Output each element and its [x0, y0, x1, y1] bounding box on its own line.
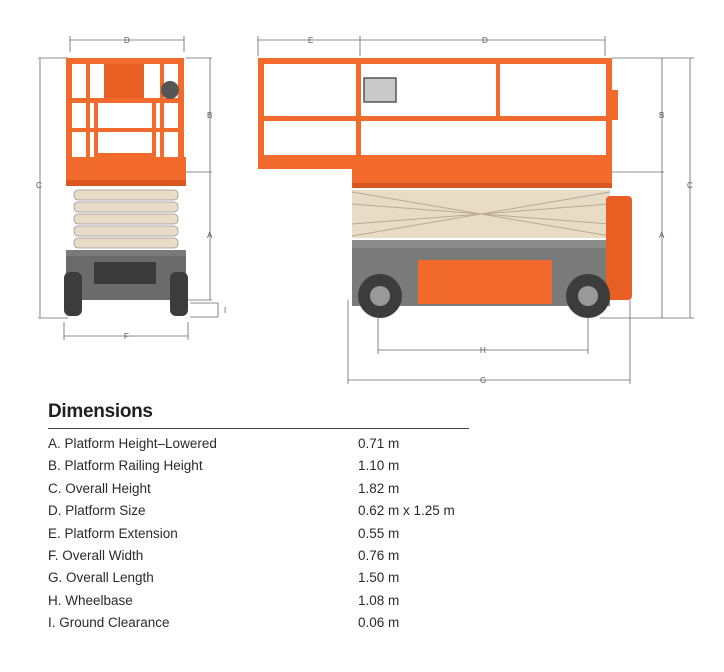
spec-label: E. Platform Extension [48, 525, 178, 541]
side-dim-letter-e: E [308, 36, 313, 45]
front-left-tire [64, 272, 82, 316]
side-main-deck [352, 167, 612, 187]
spec-value: 0.76 m [358, 547, 400, 563]
spec-row: B. Platform Railing Height 1.10 m [48, 458, 488, 480]
front-dim-letter-d: D [124, 36, 130, 45]
front-dim-letter-b: B [207, 111, 212, 120]
side-scissor-arms [351, 190, 611, 238]
side-dim-letter-d: D [482, 36, 488, 45]
side-dimension-lines [257, 36, 694, 384]
spec-row: C. Overall Height 1.82 m [48, 481, 488, 503]
spec-value: 1.10 m [358, 458, 400, 474]
title-divider [48, 428, 469, 429]
front-scissor-stack [73, 189, 179, 249]
front-dimension-lines [38, 36, 219, 340]
spec-value: 1.82 m [358, 480, 400, 496]
spec-label: C. Overall Height [48, 480, 151, 496]
spec-row: E. Platform Extension 0.55 m [48, 526, 488, 548]
front-dim-letter-i: I [224, 306, 226, 315]
spec-row: D. Platform Size 0.62 m x 1.25 m [48, 503, 488, 525]
spec-row: H. Wheelbase 1.08 m [48, 593, 488, 615]
spec-label: A. Platform Height–Lowered [48, 436, 217, 451]
side-dim-letter-h: H [480, 346, 486, 355]
side-control-box [363, 77, 397, 103]
front-control-box [161, 81, 179, 99]
front-dim-letter-f: F [124, 332, 129, 341]
spec-label: I. Ground Clearance [48, 615, 170, 631]
side-dim-letter-b: B [659, 111, 664, 120]
side-railing [258, 58, 618, 158]
spec-row: A. Platform Height–Lowered 0.71 m [48, 436, 488, 458]
spec-value: 0.06 m [358, 615, 400, 631]
spec-label: B. Platform Railing Height [48, 458, 203, 474]
side-front-wheel [358, 274, 402, 318]
spec-label: D. Platform Size [48, 503, 146, 519]
spec-value: 0.55 m [358, 525, 400, 541]
side-dim-letter-a: A [659, 231, 665, 240]
spec-value: 1.50 m [358, 570, 400, 586]
front-dim-letter-a: A [207, 231, 213, 240]
side-view: E D B C A H G [257, 36, 694, 385]
front-dim-letter-c: C [36, 181, 42, 190]
spec-label: G. Overall Length [48, 570, 154, 586]
dimensions-table: A. Platform Height–Lowered 0.71 m B. Pla… [48, 436, 488, 638]
spec-label: H. Wheelbase [48, 592, 133, 608]
side-rear-wheel [566, 274, 610, 318]
dimensions-title: Dimensions [48, 401, 153, 422]
front-railing [66, 58, 184, 160]
spec-value: 0.62 m x 1.25 m [358, 503, 455, 519]
side-extension-deck [258, 155, 612, 169]
front-view: D B C A I F [36, 36, 226, 341]
spec-row: F. Overall Width 0.76 m [48, 548, 488, 570]
side-dim-letter-g: G [480, 376, 486, 385]
spec-label: F. Overall Width [48, 547, 144, 563]
side-dim-letter-c: C [687, 181, 693, 190]
spec-value: 0.71 m [358, 436, 400, 451]
front-right-tire [170, 272, 188, 316]
spec-value: 1.08 m [358, 592, 400, 608]
spec-row: G. Overall Length 1.50 m [48, 570, 488, 592]
scissor-lift-drawing: D B C A I F [36, 36, 694, 385]
spec-row: I. Ground Clearance 0.06 m [48, 615, 488, 637]
